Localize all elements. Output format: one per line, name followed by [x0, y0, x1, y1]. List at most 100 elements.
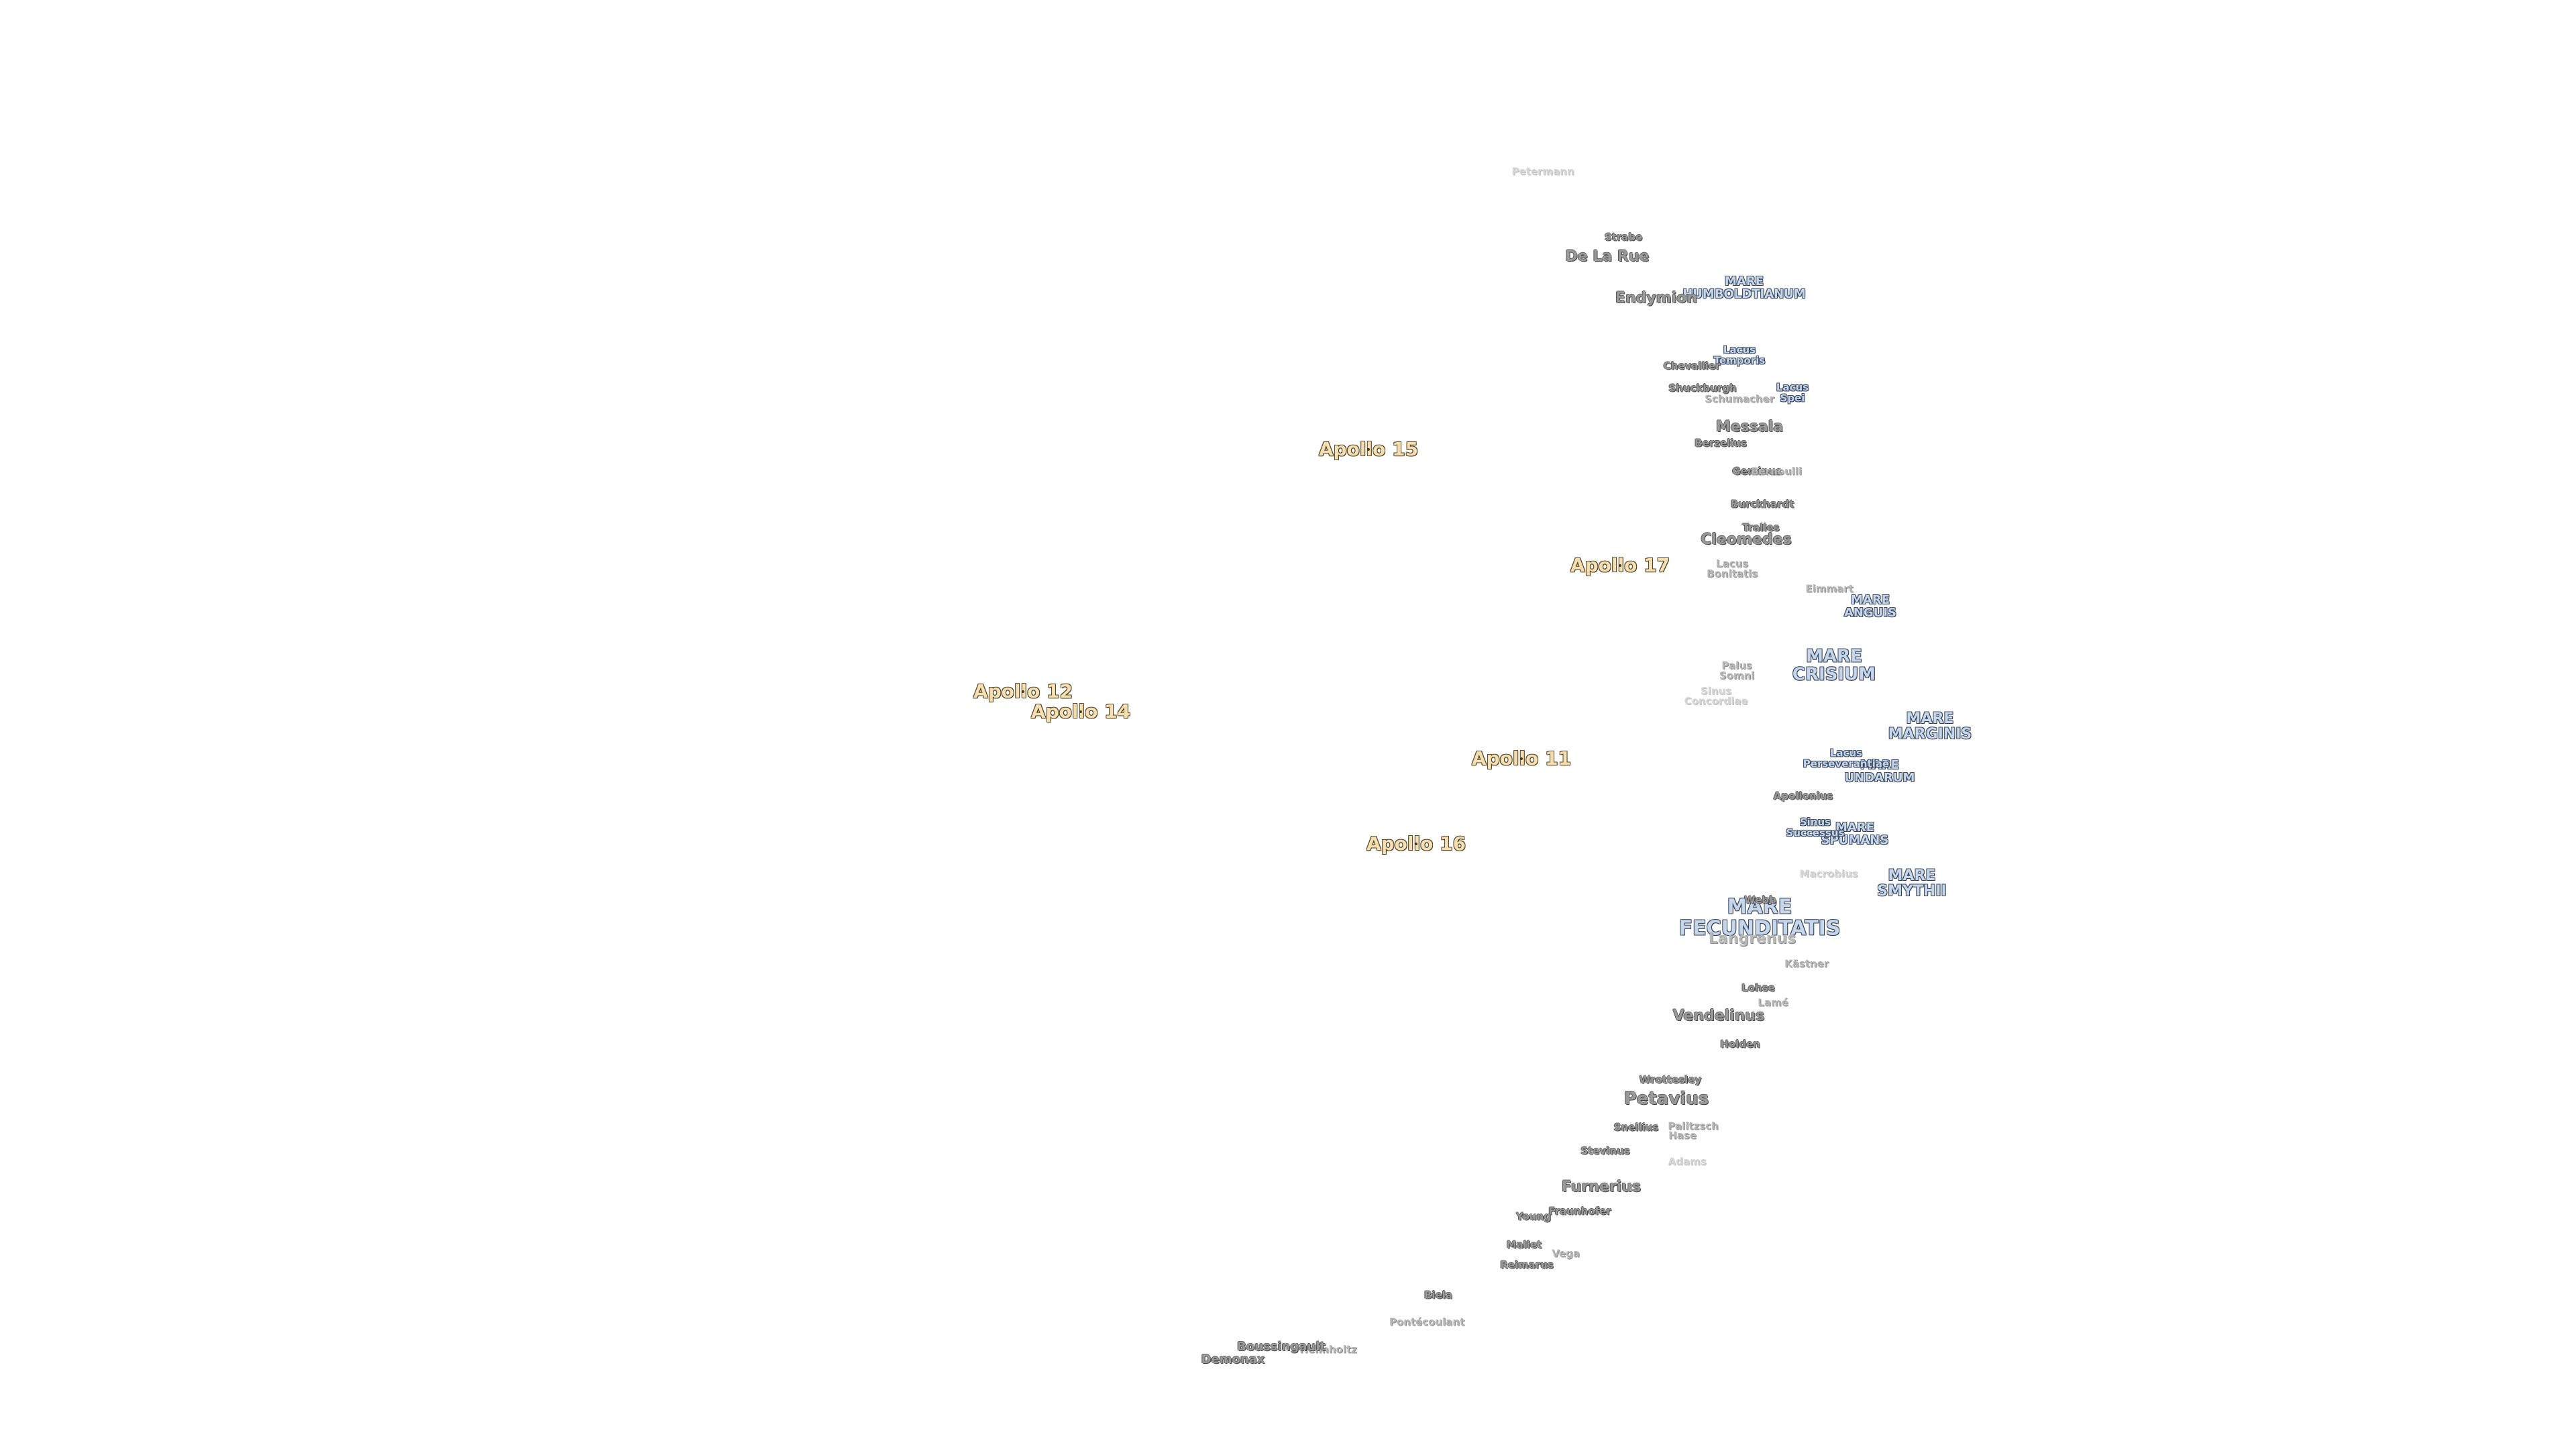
mare-marginis-line2: MARGINIS	[1888, 726, 1972, 743]
crater-petermann-label[interactable]: Petermann	[1511, 165, 1574, 178]
apollo-14-marker	[1079, 710, 1082, 713]
apollo-12-label[interactable]: Apollo 12	[973, 680, 1073, 702]
sinus-concordiae-line1: Sinus	[1700, 685, 1732, 697]
mare-spumans-line2: SPUMANS	[1821, 833, 1889, 847]
crater-stevinus-label[interactable]: Stevinus	[1580, 1144, 1630, 1157]
crater-demonax-label[interactable]: Demonax	[1201, 1352, 1265, 1366]
mare-humboldtianum-line2: HUMBOLDTIANUM	[1682, 287, 1806, 301]
sinus-successus-line1: Sinus	[1799, 816, 1831, 828]
crater-webb-label[interactable]: Webb	[1744, 894, 1776, 906]
crater-young-label[interactable]: Young	[1516, 1210, 1551, 1223]
crater-schumacher-label[interactable]: Schumacher	[1705, 392, 1774, 405]
mare-smythii-line2: SMYTHII	[1877, 883, 1947, 900]
crater-furnerius-label[interactable]: Furnerius	[1561, 1179, 1642, 1195]
apollo-16-marker	[1415, 843, 1417, 845]
lacus-perseverantiae-line1: Lacus	[1829, 747, 1863, 759]
mare-humboldtianum-line1: MARE	[1725, 274, 1764, 289]
crater-palitzsch-label[interactable]: Palitzsch	[1668, 1120, 1719, 1132]
apollo-15-label[interactable]: Apollo 15	[1318, 438, 1419, 460]
crater-delarue-label[interactable]: De La Rue	[1565, 248, 1650, 265]
apollo-12-marker	[1022, 690, 1024, 693]
sinus-successus-line2: Successus	[1786, 826, 1845, 839]
palus-somni-line2: Somni	[1719, 669, 1755, 682]
crater-vendelinus-label[interactable]: Vendelinus	[1672, 1008, 1765, 1024]
crater-pontecoulant-label[interactable]: Pontécoulant	[1389, 1316, 1465, 1328]
crater-bernoulli-label[interactable]: Bernoulli	[1750, 465, 1803, 478]
mare-undarum-line1: MARE	[1860, 758, 1899, 773]
crater-tralles-label[interactable]: Tralles	[1742, 521, 1780, 534]
mare-fecunditatis-line1: MARE	[1727, 895, 1792, 919]
lacus-perseverantiae-line2: Perseverantiae	[1803, 757, 1890, 769]
apollo-11-label[interactable]: Apollo 11	[1471, 747, 1572, 769]
crater-fraunhofer-label[interactable]: Fraunhofer	[1548, 1205, 1611, 1218]
crater-strabo-label[interactable]: Strabo	[1604, 231, 1643, 244]
lacus-spei-line1: Lacus	[1776, 381, 1809, 394]
mare-spumans-line1: MARE	[1835, 820, 1874, 835]
crater-holden-label[interactable]: Holden	[1720, 1038, 1760, 1051]
crater-langrenus-label[interactable]: Langrenus	[1708, 930, 1796, 947]
lacus-temporis-line1: Lacus	[1723, 343, 1756, 356]
crater-geminus-label[interactable]: Geminus	[1732, 465, 1782, 478]
crater-lohse-label[interactable]: Lohse	[1741, 981, 1775, 994]
apollo-11-marker	[1520, 757, 1523, 760]
crater-vega-label[interactable]: Vega	[1552, 1247, 1580, 1260]
crater-mallet-label[interactable]: Mallet	[1506, 1238, 1542, 1251]
crater-snellius-label[interactable]: Snellius	[1613, 1121, 1659, 1134]
apollo-17-label[interactable]: Apollo 17	[1570, 554, 1670, 576]
apollo-16-label[interactable]: Apollo 16	[1366, 833, 1466, 855]
lacus-spei-line2: Spei	[1780, 392, 1805, 404]
mare-undarum-line2: UNDARUM	[1844, 771, 1915, 785]
mare-anguis-line1: MARE	[1850, 593, 1890, 608]
crater-lame-label[interactable]: Lamé	[1758, 996, 1788, 1009]
crater-wrottesley-label[interactable]: Wrottesley	[1639, 1073, 1702, 1086]
crater-cleomedes-label[interactable]: Cleomedes	[1701, 531, 1792, 548]
apollo-15-marker	[1367, 448, 1370, 451]
apollo-17-marker	[1619, 564, 1621, 567]
crater-berzelius-label[interactable]: Berzelius	[1695, 437, 1747, 449]
crater-messala-label[interactable]: Messala	[1715, 419, 1784, 435]
crater-eimmart-label[interactable]: Eimmart	[1805, 582, 1854, 595]
crater-helmholtz-label[interactable]: Helmholtz	[1299, 1343, 1357, 1356]
mare-crisium-line1: MARE	[1806, 646, 1862, 667]
palus-somni-line1: Palus	[1721, 659, 1752, 672]
mare-smythii-line1: MARE	[1888, 867, 1936, 884]
mare-crisium-line2: CRISIUM	[1792, 665, 1876, 685]
crater-shuckburgh-label[interactable]: Shuckburgh	[1668, 382, 1737, 394]
crater-adams-label[interactable]: Adams	[1668, 1155, 1707, 1168]
crater-apollonius-label[interactable]: Apollonius	[1773, 790, 1833, 802]
crater-boussingault-label[interactable]: Boussingault	[1237, 1340, 1326, 1354]
crater-macrobius-label[interactable]: Macrobius	[1799, 867, 1858, 880]
lacus-bonitatis-line2: Bonitatis	[1706, 568, 1758, 580]
crater-kastner-label[interactable]: Kästner	[1784, 957, 1829, 970]
mare-marginis-line1: MARE	[1906, 710, 1954, 727]
crater-endymion-label[interactable]: Endymion	[1615, 290, 1698, 307]
sinus-concordiae-line2: Concordiae	[1684, 695, 1748, 707]
crater-burckhardt-label[interactable]: Burckhardt	[1730, 498, 1794, 511]
crater-petavius-label[interactable]: Petavius	[1623, 1089, 1709, 1109]
lacus-temporis-line2: Temporis	[1713, 354, 1766, 366]
crater-chevallier-label[interactable]: Chevallier	[1663, 360, 1721, 372]
lacus-bonitatis-line1: Lacus	[1715, 557, 1749, 570]
crater-hase-label[interactable]: Hase	[1668, 1129, 1697, 1142]
crater-reimarus-label[interactable]: Reimarus	[1500, 1258, 1554, 1271]
mare-anguis-line2: ANGUIS	[1843, 606, 1897, 620]
crater-biela-label[interactable]: Biela	[1424, 1289, 1453, 1301]
mare-fecunditatis-line2: FECUNDITATIS	[1678, 916, 1841, 940]
apollo-14-label[interactable]: Apollo 14	[1030, 700, 1131, 722]
